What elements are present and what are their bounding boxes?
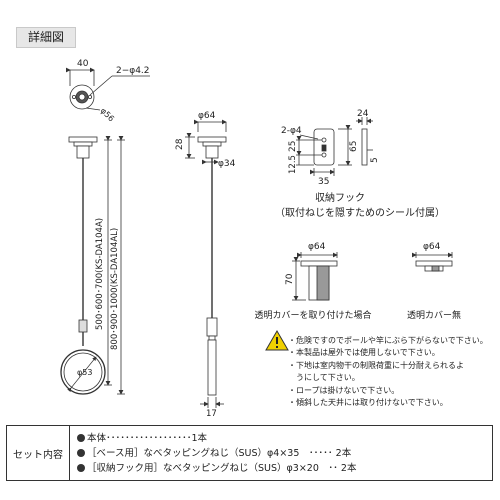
dim-side-phi34: φ34 bbox=[218, 159, 236, 169]
warning-line: ・傾斜した天井には取り付けないで下さい。 bbox=[288, 398, 448, 408]
bullet-icon bbox=[77, 464, 85, 472]
bullet-icon bbox=[77, 434, 85, 442]
base-top-view bbox=[66, 67, 150, 111]
dim-cover-a-70: 70 bbox=[285, 273, 295, 285]
warning-line: うにして下さい。 bbox=[296, 373, 360, 383]
dim-side-phi64: φ64 bbox=[198, 111, 216, 121]
warning-icon bbox=[265, 330, 289, 351]
hook-title: 収納フック bbox=[315, 191, 365, 204]
warning-line: ・本製品は屋外では使用しないで下さい。 bbox=[288, 348, 440, 358]
dim-40: 40 bbox=[77, 59, 89, 69]
dim-cover-a-phi64: φ64 bbox=[308, 242, 326, 252]
caption-cover-without: 透明カバー無 bbox=[407, 309, 461, 321]
dim-length-al: 800･900･1000(KS-DA104AL) bbox=[110, 228, 120, 350]
dim-cover-b-phi64: φ64 bbox=[423, 242, 441, 252]
warning-line: ・下地は室内物干の制限荷重に十分耐えられるよ bbox=[288, 360, 464, 370]
set-contents-box: セット内容 本体･･････････････････1本 ［ベース用］なべタッピ… bbox=[6, 425, 493, 481]
dim-hook-35: 35 bbox=[318, 177, 329, 187]
dim-hook-12-5: 12.5 bbox=[288, 155, 298, 174]
dim-hook-65: 65 bbox=[349, 141, 359, 152]
caption-cover-with: 透明カバーを取り付けた場合 bbox=[254, 309, 371, 321]
set-item-text: ［収納フック用］なべタッピングねじ（SUS）φ3×20 ･･ 2本 bbox=[87, 463, 357, 474]
dim-side-17: 17 bbox=[206, 409, 217, 419]
set-item: ［ベース用］なべタッピングねじ（SUS）φ4×35 ･････ 2本 bbox=[77, 446, 356, 461]
dim-phi53: φ53 bbox=[77, 368, 92, 377]
dim-hook-24: 24 bbox=[357, 109, 369, 119]
set-item-text: ［ベース用］なべタッピングねじ（SUS）φ4×35 ･････ 2本 bbox=[87, 448, 352, 459]
hook-drawing bbox=[296, 117, 373, 176]
set-item: ［収納フック用］なべタッピングねじ（SUS）φ3×20 ･･ 2本 bbox=[77, 461, 356, 476]
set-item-text: 本体･･････････････････1本 bbox=[87, 433, 208, 444]
warning-list: ・危険ですのでポールや竿にぶら下がらないで下さい。 ・本製品は屋外では使用しない… bbox=[288, 335, 498, 409]
dim-phi56: φ56 bbox=[99, 106, 116, 123]
cover-with-drawing bbox=[292, 252, 338, 301]
warning-line: ・ロープは掛けないで下さい。 bbox=[288, 385, 400, 395]
dim-hook-holes: 2-φ4 bbox=[281, 126, 302, 136]
dim-side-28: 28 bbox=[175, 138, 185, 150]
set-item: 本体･･････････････････1本 bbox=[77, 431, 356, 446]
cover-without-drawing bbox=[412, 252, 453, 272]
detail-drawing: 40 2−φ4.2 φ56 500･600･700(KS-DA104A) 800… bbox=[60, 59, 461, 419]
set-contents-list: 本体･･････････････････1本 ［ベース用］なべタッピングねじ（S… bbox=[77, 431, 356, 476]
warning-line: ・危険ですのでポールや竿にぶら下がらないで下さい。 bbox=[288, 336, 488, 345]
dim-hook-25: 25 bbox=[288, 141, 298, 152]
dim-holes: 2−φ4.2 bbox=[116, 66, 150, 76]
bullet-icon bbox=[77, 449, 85, 457]
dim-length-a: 500･600･700(KS-DA104A) bbox=[95, 218, 105, 330]
set-contents-label: セット内容 bbox=[7, 426, 70, 480]
front-view bbox=[60, 136, 125, 395]
section-title: 詳細図 bbox=[16, 27, 76, 48]
side-view bbox=[185, 119, 227, 408]
hook-subtitle: （取付ねじを隠すためのシール付属） bbox=[275, 206, 445, 219]
dim-hook-5: 5 bbox=[370, 157, 380, 163]
